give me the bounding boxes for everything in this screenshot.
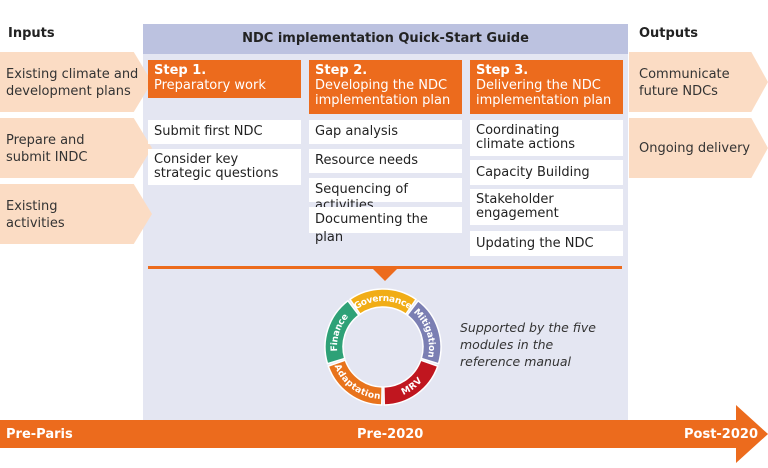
output-label: Communicate future NDCs [639, 67, 730, 99]
step-2-item: Gap analysis [309, 120, 462, 144]
down-triangle-icon [372, 268, 398, 281]
step-number: Step 1. [154, 63, 207, 78]
step-2-item: Documenting the plan [309, 207, 462, 245]
outputs-heading: Outputs [639, 26, 699, 41]
input-label: Prepare and submit INDC [6, 133, 88, 165]
step-3-header: Step 3. Delivering the NDC implementatio… [470, 60, 623, 114]
step-1-header: Step 1. Preparatory work [148, 60, 301, 98]
timeline-start-label: Pre-Paris [6, 427, 73, 442]
step-title: Developing the NDC implementation plan [315, 78, 451, 108]
input-arrow-existing-plans: Existing climate and development plans [0, 52, 152, 112]
input-arrow-indc: Prepare and submit INDC [0, 118, 152, 178]
step-3-item: Updating the NDC [470, 231, 623, 256]
module-segment-mrv [383, 359, 439, 406]
step-number: Step 3. [476, 63, 529, 78]
output-arrow-ongoing-delivery: Ongoing delivery [629, 118, 768, 178]
module-segment-finance [324, 299, 360, 365]
step-3-item: Stakeholder engagement [470, 189, 623, 225]
module-segment-mitigation [406, 299, 442, 365]
step-title: Delivering the NDC implementation plan [476, 78, 612, 108]
input-arrow-existing-activities: Existing activities [0, 184, 152, 244]
step-3-item: Capacity Building [470, 160, 623, 185]
module-segment-adaptation [327, 359, 383, 406]
step-number: Step 2. [315, 63, 368, 78]
timeline-end-label: Post-2020 [684, 427, 758, 442]
step-2-item: Sequencing of activities [309, 178, 462, 213]
timeline-arrowhead-icon [736, 405, 768, 463]
step-title: Preparatory work [154, 78, 266, 93]
input-label: Existing activities [6, 199, 65, 231]
step-1-item: Consider key strategic questions [148, 149, 301, 185]
module-segment-governance [348, 288, 418, 316]
step-3-item: Coordinating climate actions [470, 120, 623, 156]
output-label: Ongoing delivery [639, 141, 751, 156]
input-label: Existing climate and development plans [6, 67, 139, 99]
modules-caption: Supported by the five modules in the ref… [460, 320, 596, 369]
timeline-arrow [0, 420, 768, 448]
output-arrow-future-ndcs: Communicate future NDCs [629, 52, 768, 112]
timeline-middle-label: Pre-2020 [357, 427, 424, 442]
inputs-heading: Inputs [8, 26, 55, 41]
step-2-header: Step 2. Developing the NDC implementatio… [309, 60, 462, 114]
guide-title: NDC implementation Quick-Start Guide [143, 24, 628, 54]
step-1-item: Submit first NDC [148, 120, 301, 144]
step-2-item: Resource needs [309, 149, 462, 173]
divider-line [148, 266, 622, 269]
